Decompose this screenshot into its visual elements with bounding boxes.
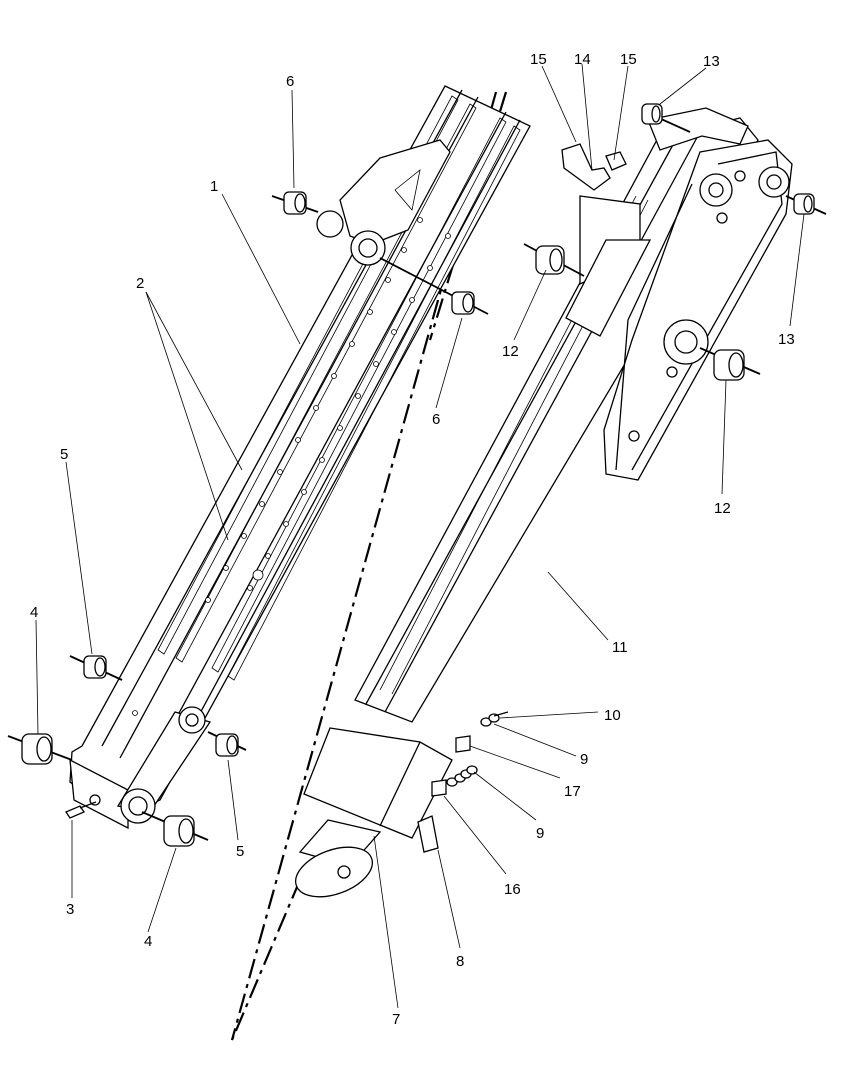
- center-axis: [230, 91, 498, 1041]
- callout-12-upper: 12: [502, 343, 519, 360]
- callout-12-lower: 12: [714, 500, 731, 517]
- callout-9-lower: 9: [536, 825, 544, 842]
- callout-11: 11: [612, 639, 628, 656]
- hydraulic-cylinder: [295, 727, 471, 898]
- callout-4-upper: 4: [30, 604, 38, 621]
- callout-9-upper: 9: [580, 751, 588, 768]
- callout-15-right: 15: [620, 51, 637, 68]
- callout-5-upper: 5: [60, 446, 68, 463]
- callout-8: 8: [456, 953, 464, 970]
- bolt-8: [417, 815, 439, 853]
- washers-and-screws: [446, 711, 509, 787]
- axis-branch-lower: [230, 879, 302, 1041]
- boom-bolt-holes: [132, 217, 451, 716]
- callout-17: 17: [564, 783, 581, 800]
- leader-lines: [35, 63, 805, 1009]
- top-clip-bracket: [561, 143, 611, 191]
- callout-13-lower: 13: [778, 331, 795, 348]
- block-17: [455, 735, 471, 753]
- callout-6-lower: 6: [432, 411, 440, 428]
- callout-5-lower: 5: [236, 843, 244, 860]
- bushings: [7, 103, 827, 847]
- callout-1: 1: [210, 178, 218, 195]
- block-16: [431, 779, 447, 797]
- callout-10: 10: [604, 707, 621, 724]
- outer-boom-section: [69, 85, 531, 830]
- callout-7: 7: [392, 1011, 400, 1028]
- callout-16: 16: [504, 881, 521, 898]
- callout-14: 14: [574, 51, 591, 68]
- callout-labels: 1 2 3 4 4 5 5 6 6 7 8 9 9 10 11 12 12 13…: [30, 51, 795, 1028]
- callout-4-lower: 4: [144, 933, 152, 950]
- inner-boom-section: [354, 117, 793, 723]
- grease-fitting: [65, 805, 85, 819]
- top-guide-plate: [647, 107, 749, 151]
- callout-13-upper: 13: [703, 53, 720, 70]
- callout-15-left: 15: [530, 51, 547, 68]
- callout-3: 3: [66, 901, 74, 918]
- callout-2: 2: [136, 275, 144, 292]
- cylinder-rod-eye: [295, 846, 373, 898]
- callout-6-upper: 6: [286, 73, 294, 90]
